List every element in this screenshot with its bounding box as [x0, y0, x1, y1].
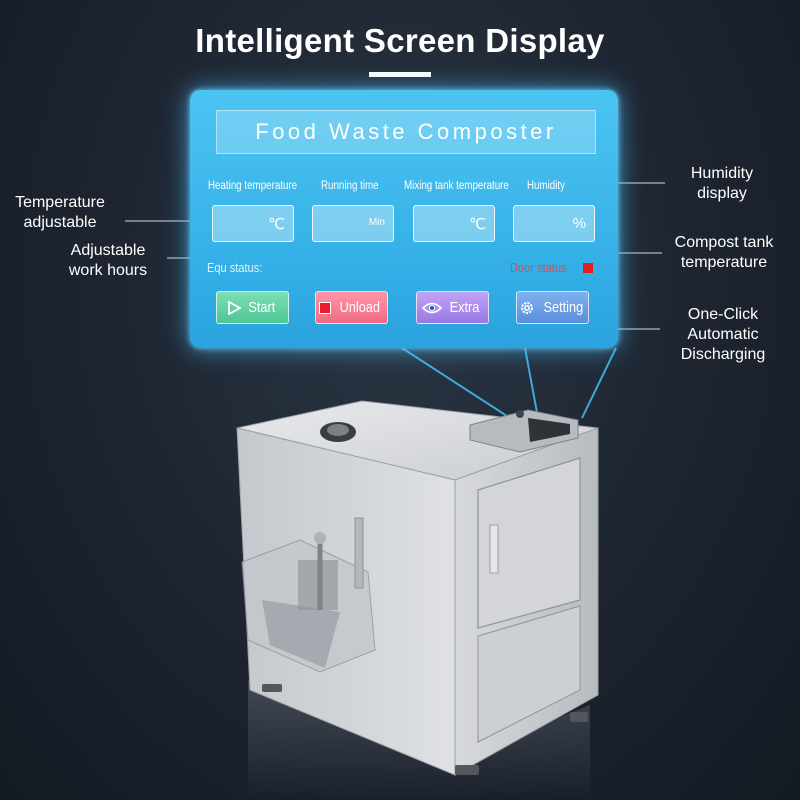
door-status-indicator [583, 263, 593, 273]
celsius-unit: ℃ [469, 216, 486, 233]
page-title: Intelligent Screen Display [195, 22, 605, 59]
equipment-status-label: Equ status: [207, 260, 263, 275]
temperature-callout: Temperature adjustable [15, 194, 105, 231]
mixing-tank-temperature-label: Mixing tank temperature [404, 180, 509, 192]
title-underline [369, 72, 431, 77]
heating-temperature-label: Heating temperature [208, 180, 298, 192]
start-button[interactable]: Start [216, 291, 289, 324]
machine-door [477, 457, 581, 629]
setting-button-label: Setting [543, 299, 583, 316]
eye-icon [422, 302, 443, 313]
compost-temperature-callout: Compost tank temperature [674, 234, 774, 271]
percent-unit: % [572, 215, 586, 232]
projection-lines [401, 347, 617, 419]
running-time-label: Running time [321, 180, 379, 192]
play-icon [228, 300, 242, 315]
start-button-label: Start [248, 299, 276, 316]
setting-button[interactable]: Setting [516, 291, 589, 324]
minutes-unit: Min [368, 217, 385, 228]
celsius-unit: ℃ [268, 216, 285, 233]
extra-button[interactable]: Extra [416, 291, 489, 324]
heating-temperature-field[interactable]: ℃ [212, 205, 294, 242]
discharging-callout: One-Click Automatic Discharging [680, 306, 766, 363]
unload-button[interactable]: Unload [315, 291, 388, 324]
humidity-field[interactable]: % [513, 205, 595, 242]
running-time-field[interactable]: Min [312, 205, 394, 242]
gear-icon [520, 301, 533, 314]
stop-icon [319, 301, 332, 314]
screen-title: Food Waste Composter [216, 110, 596, 154]
mixing-tank-temperature-field[interactable]: ℃ [413, 205, 495, 242]
control-screen: Food Waste Composter Heating temperature… [190, 90, 618, 348]
humidity-label: Humidity [527, 180, 566, 192]
control-panel [469, 409, 579, 453]
humidity-callout: Humidity display [690, 165, 754, 202]
work-hours-callout: Adjustable work hours [68, 242, 148, 279]
door-status-label: Door status [510, 260, 567, 275]
extra-button-label: Extra [450, 299, 480, 316]
unload-button-label: Unload [339, 299, 381, 316]
